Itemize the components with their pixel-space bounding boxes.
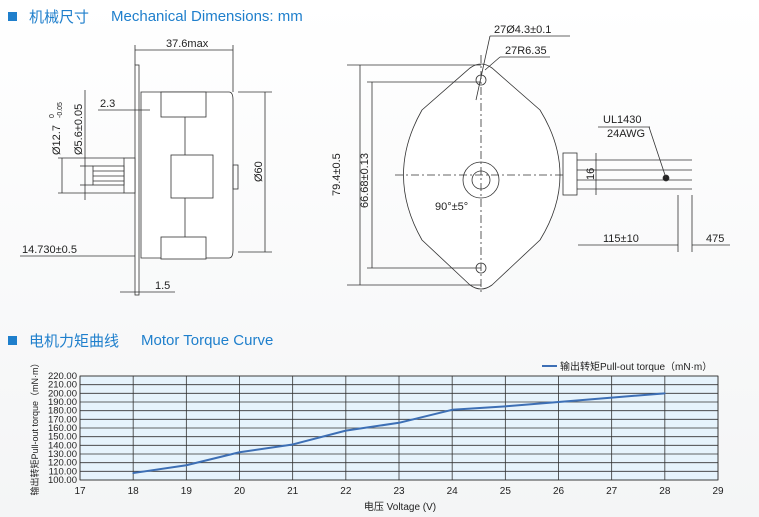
- x-tick-label: 25: [500, 486, 512, 497]
- title-en: Mechanical Dimensions: mm: [111, 8, 303, 25]
- data-point: [132, 472, 134, 474]
- mechanical-section-title: 机械尺寸 Mechanical Dimensions: mm: [8, 6, 303, 27]
- dim-boss-dia: Ø12.7: [51, 125, 63, 155]
- torque-chart: 100.00110.00120.00130.00140.00150.00160.…: [29, 358, 724, 513]
- y-tick-label: 100.00: [48, 475, 77, 486]
- legend-label: 输出转矩Pull-out torque（mN·m）: [560, 360, 712, 373]
- dim-shaft-length: 14.730±0.5: [22, 244, 77, 256]
- y-tick-label: 170.00: [48, 414, 77, 425]
- x-tick-label: 21: [287, 486, 299, 497]
- y-tick-label: 110.00: [49, 466, 77, 477]
- data-point: [664, 392, 666, 395]
- x-tick-label: 27: [606, 486, 618, 497]
- x-tick-label: 24: [447, 486, 459, 497]
- dim-connector-width: 16: [585, 168, 597, 180]
- x-tick-label: 23: [393, 486, 405, 497]
- y-tick-label: 140.00: [48, 440, 77, 451]
- dim-shaft-dia: Ø5.6±0.05: [73, 104, 85, 155]
- dim-hole-spacing: 66.68±0.13: [359, 153, 371, 208]
- dim-flange-thickness: 1.5: [155, 280, 170, 292]
- mechanical-drawing: 37.6max Ø60 2.3 Ø12.7 0 -0.05 Ø5.6±0.05 …: [20, 24, 730, 296]
- dim-radius: 27R6.35: [505, 45, 547, 57]
- x-tick-label: 20: [234, 486, 246, 497]
- data-point: [185, 464, 188, 467]
- x-tick-label: 18: [128, 486, 140, 497]
- wire-spec-2: 24AWG: [607, 128, 645, 140]
- x-tick-label: 28: [659, 486, 671, 497]
- y-tick-label: 190.00: [48, 397, 77, 408]
- y-tick-label: 160.00: [48, 423, 77, 434]
- dim-hole: 27Ø4.3±0.1: [494, 24, 551, 36]
- x-tick-label: 19: [181, 486, 193, 497]
- title-en: Motor Torque Curve: [141, 332, 274, 349]
- section-bullet-icon: [8, 12, 17, 21]
- x-tick-label: 22: [340, 486, 352, 497]
- data-point: [238, 451, 241, 454]
- y-tick-label: 220.00: [48, 371, 77, 382]
- y-tick-label: 200.00: [48, 388, 77, 399]
- dim-overall-height: 79.4±0.5: [331, 153, 343, 196]
- side-view: 37.6max Ø60 2.3 Ø12.7 0 -0.05 Ø5.6±0.05 …: [20, 38, 272, 296]
- dim-length: 37.6max: [166, 38, 209, 50]
- y-tick-label: 150.00: [48, 432, 77, 443]
- data-point: [451, 409, 453, 411]
- front-view: 79.4±0.5 66.68±0.13 27Ø4.3±0.1 27R6.35 9…: [331, 24, 730, 295]
- y-tick-label: 180.00: [48, 406, 77, 417]
- x-axis-label: 电压 Voltage (V): [364, 500, 436, 513]
- dim-boss-tol-upper: 0: [49, 114, 56, 118]
- title-cn: 电机力矩曲线: [29, 333, 120, 350]
- x-tick-label: 17: [74, 486, 86, 497]
- dim-body-dia: Ø60: [253, 161, 265, 182]
- data-point: [557, 401, 560, 403]
- data-point: [610, 396, 613, 399]
- data-point: [291, 443, 294, 446]
- x-tick-label: 26: [553, 486, 565, 497]
- data-point: [398, 422, 400, 424]
- torque-section-title: 电机力矩曲线 Motor Torque Curve: [8, 330, 273, 351]
- section-bullet-icon: [8, 336, 17, 345]
- wire-spec-1: UL1430: [603, 114, 642, 126]
- dim-boss-tol-lower: -0.05: [57, 102, 64, 118]
- data-point: [345, 429, 347, 432]
- dim-flange-offset: 2.3: [100, 98, 115, 110]
- y-tick-label: 130.00: [48, 449, 77, 460]
- data-point: [504, 405, 507, 408]
- title-cn: 机械尺寸: [29, 9, 90, 26]
- dim-angle: 90°±5°: [435, 201, 468, 213]
- dim-lead-length: 115±10: [603, 233, 639, 245]
- dim-strip-length: 475: [706, 233, 724, 245]
- y-tick-label: 120.00: [48, 458, 77, 469]
- y-tick-label: 210.00: [48, 380, 77, 391]
- y-axis-label: 输出转矩Pull-out torque（mN·m）: [29, 358, 40, 495]
- x-tick-label: 29: [712, 486, 724, 497]
